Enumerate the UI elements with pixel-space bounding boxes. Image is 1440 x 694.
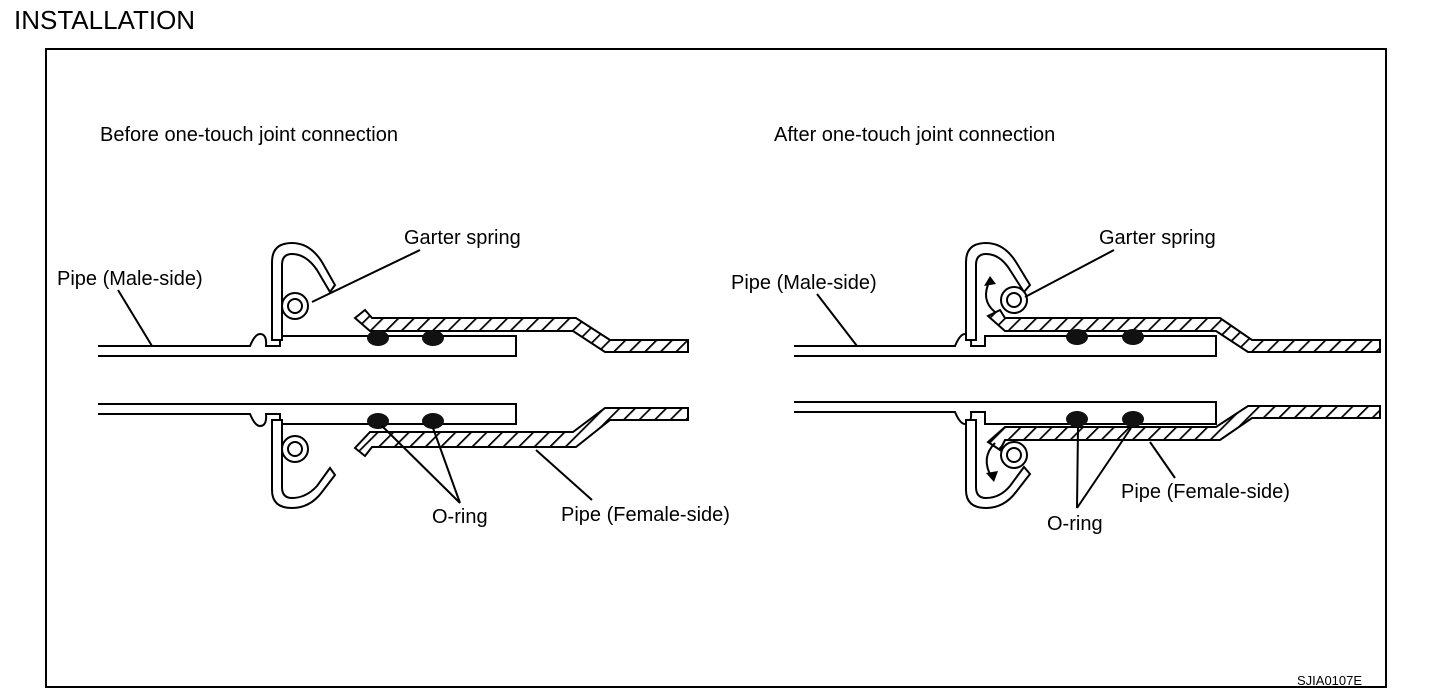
after-o-ring-label: O-ring [1047,513,1103,535]
diagram-frame [45,48,1387,688]
after-o-ring-bottom-2 [1122,411,1144,427]
before-o-ring-top-1 [367,330,389,346]
before-pipe-female-label: Pipe (Female-side) [561,504,730,526]
after-o-ring-bottom-1 [1066,411,1088,427]
before-o-ring-label: O-ring [432,506,488,528]
after-pipe-female-label: Pipe (Female-side) [1121,481,1290,503]
before-spring-cage-bottom [271,419,337,510]
after-female-pipe-bottom [986,405,1381,452]
after-title: After one-touch joint connection [774,124,1055,146]
before-garter-spring-label: Garter spring [404,227,521,249]
before-o-ring-top-2 [422,330,444,346]
before-female-pipe-top [353,308,689,353]
before-male-pipe-top [98,332,517,357]
before-o-ring-bottom-1 [367,413,389,429]
figure-code: SJIA0107E [1297,673,1362,688]
after-diagram: After one-touch joint connection G [731,124,1381,535]
after-male-pipe-bottom [794,401,1217,426]
before-o-ring-bottom-2 [422,413,444,429]
before-title: Before one-touch joint connection [100,124,398,146]
after-garter-spring-label: Garter spring [1099,227,1216,249]
after-o-ring-top-2 [1122,329,1144,345]
page-heading: INSTALLATION [14,5,196,35]
after-female-pipe-top [986,308,1381,353]
after-spring-cage-bottom [965,419,1032,510]
after-pipe-male-label: Pipe (Male-side) [731,272,877,294]
before-male-pipe-bottom [98,403,517,428]
after-o-ring-top-1 [1066,329,1088,345]
before-spring-cage-top [271,241,337,341]
before-diagram: Before one-touch joint connection Garter… [57,124,730,528]
before-pipe-male-label: Pipe (Male-side) [57,268,203,290]
